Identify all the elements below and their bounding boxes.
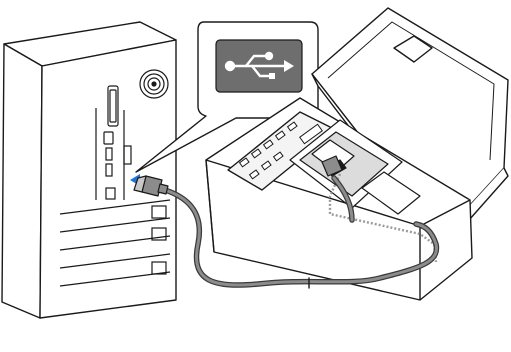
computer-back-panel (59, 69, 171, 287)
usb-cable (155, 175, 440, 289)
usb-trident-icon (224, 51, 294, 79)
computer-tower (1, 21, 177, 319)
network-port (105, 187, 116, 200)
fan-grille (139, 69, 169, 99)
usb-port (105, 163, 113, 177)
usb-plug-printer-end (321, 155, 343, 177)
printer-control-panel (238, 121, 323, 180)
usb-plug-computer-end (133, 175, 169, 197)
parallel-port (107, 85, 119, 127)
serial-port (103, 131, 114, 145)
usb-callout-bubble (135, 21, 319, 173)
cable-routing-guide (328, 173, 438, 263)
usb-port (105, 147, 113, 161)
